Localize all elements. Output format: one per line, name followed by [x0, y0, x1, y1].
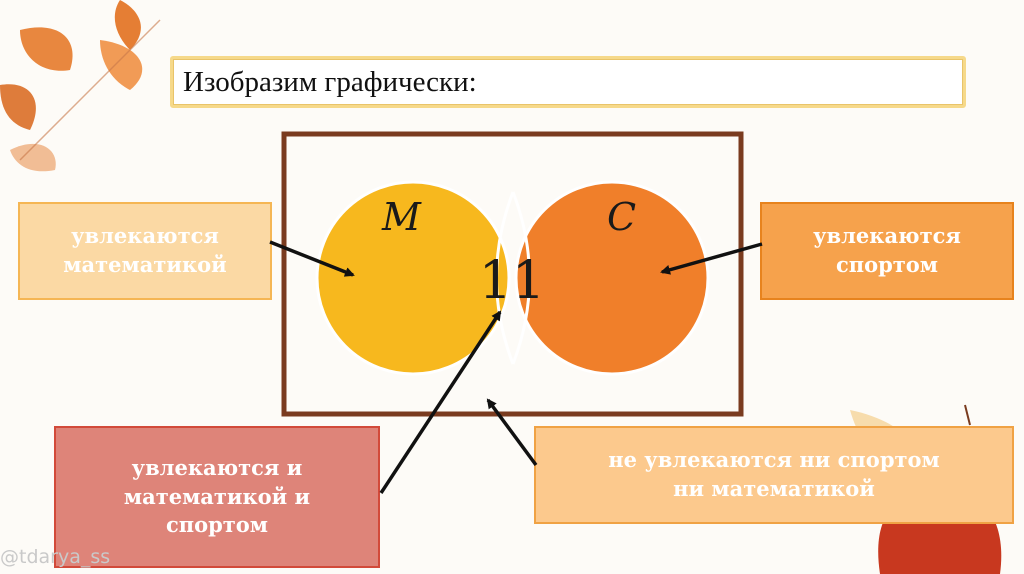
universe-frame — [281, 131, 744, 417]
set-c-label: C — [607, 195, 636, 239]
label-none-text: не увлекаются ни спортом ни математикой — [608, 447, 940, 501]
page-title: Изобразим графически: — [183, 65, 477, 98]
arrow-sport — [660, 242, 763, 275]
label-math: увлекаются математикой — [18, 202, 272, 300]
lens-border-right — [511, 191, 531, 365]
label-math-text: увлекаются математикой — [63, 223, 227, 277]
set-m-label: M — [381, 195, 422, 239]
set-c-circle — [514, 180, 710, 376]
watermark: @tdarya_ss — [0, 546, 111, 568]
label-both-text: увлекаются и математикой и спортом — [123, 454, 311, 538]
arrow-both — [379, 310, 502, 494]
arrow-none — [486, 398, 538, 467]
label-sport: увлекаются спортом — [760, 202, 1014, 300]
lens-border-left — [495, 191, 515, 365]
label-sport-text: увлекаются спортом — [813, 223, 961, 277]
set-m-circle — [315, 180, 511, 376]
title-box: Изобразим графически: — [170, 56, 966, 108]
arrow-math — [269, 240, 355, 277]
label-both: увлекаются и математикой и спортом — [54, 426, 380, 568]
label-none: не увлекаются ни спортом ни математикой — [534, 426, 1014, 524]
intersection-value: 11 — [479, 251, 545, 311]
